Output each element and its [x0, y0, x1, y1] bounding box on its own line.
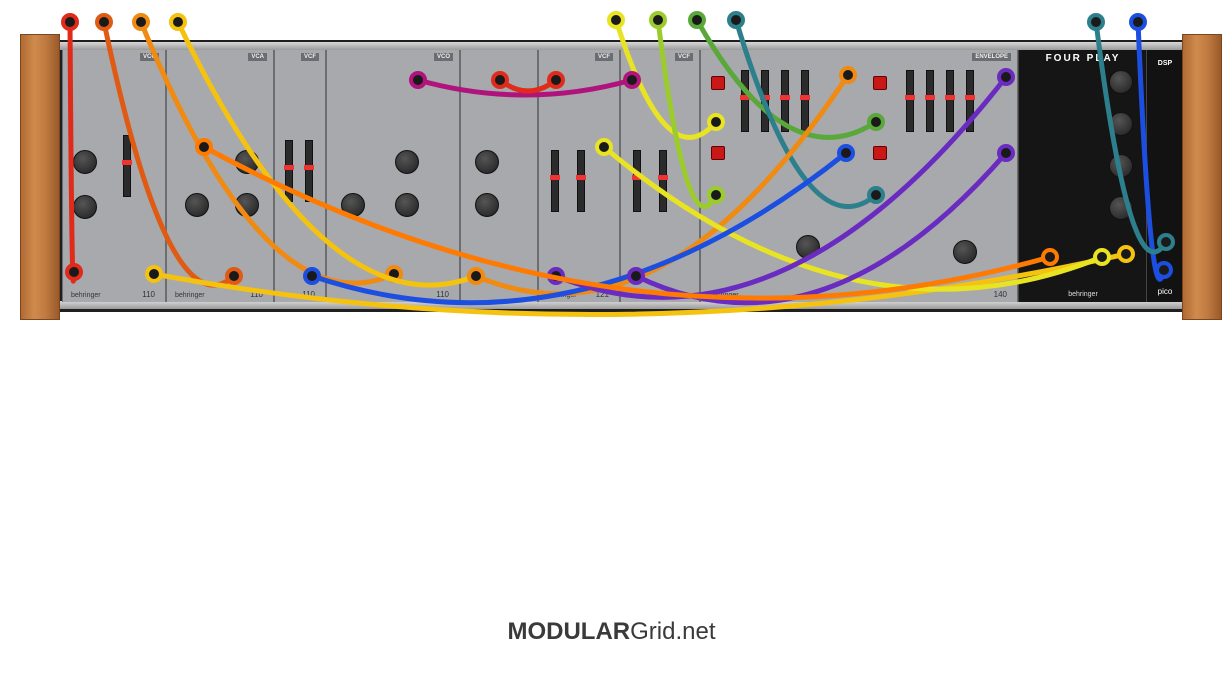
initial-gain-knob[interactable] — [341, 193, 365, 217]
bottom-rail — [60, 301, 1182, 309]
sustain-fader[interactable] — [780, 70, 790, 132]
module-title: VCO — [433, 53, 453, 61]
module-vco-b[interactable]: VCO 110 — [326, 50, 460, 302]
decay-fader-2[interactable] — [925, 70, 935, 132]
release-fader[interactable] — [800, 70, 810, 132]
level-knob-3[interactable] — [1109, 154, 1133, 178]
attack-fader-2[interactable] — [905, 70, 915, 132]
model-number: 110 — [436, 290, 449, 299]
initial-gain-knob[interactable] — [185, 193, 209, 217]
module-title: VCF — [301, 53, 319, 61]
cable-plug[interactable] — [649, 11, 667, 29]
cable-plug[interactable] — [132, 13, 150, 31]
cable-plug[interactable] — [727, 11, 745, 29]
manual-gate-button-4[interactable] — [873, 146, 887, 160]
module-vco-a[interactable]: VCO behringer 110 — [62, 50, 166, 302]
release-fader-2[interactable] — [965, 70, 975, 132]
cutoff-fader[interactable] — [632, 150, 642, 212]
fader[interactable] — [122, 135, 132, 197]
waveform-knob[interactable] — [953, 240, 977, 264]
module-title: ENVELOPE — [972, 53, 1011, 61]
cable-plug[interactable] — [61, 13, 79, 31]
range-knob[interactable] — [73, 150, 97, 174]
module-vcf-a[interactable]: VCF 110 — [274, 50, 326, 302]
module-vca-a[interactable]: VCA behringer 110 — [166, 50, 274, 302]
module-title: DSP — [1157, 60, 1173, 67]
manual-gate-button-3[interactable] — [873, 76, 887, 90]
module-four-play[interactable]: FOUR PLAY behringer — [1018, 50, 1146, 302]
pitch-knob[interactable] — [73, 195, 97, 219]
pitch-knob[interactable] — [395, 193, 419, 217]
cable-plug[interactable] — [95, 13, 113, 31]
level-knob-4[interactable] — [1109, 196, 1133, 220]
top-rail — [60, 42, 1182, 50]
model-number: 121 — [595, 290, 609, 299]
brand-label: behringer — [1068, 291, 1098, 298]
rack-side-left — [20, 34, 60, 320]
cutoff-fader[interactable] — [284, 140, 294, 202]
range-knob[interactable] — [395, 150, 419, 174]
cable-plug[interactable] — [169, 13, 187, 31]
brand-label: behringer — [175, 292, 205, 299]
pitch-knob[interactable] — [475, 193, 499, 217]
logo-bold: MODULAR — [507, 618, 631, 645]
cable-plug[interactable] — [688, 11, 706, 29]
module-title: VCF — [595, 53, 613, 61]
attack-fader[interactable] — [740, 70, 750, 132]
level-knob-2[interactable] — [1109, 112, 1133, 136]
manual-gate-button-2[interactable] — [711, 146, 725, 160]
level-knob-1[interactable] — [1109, 70, 1133, 94]
model-number: 110 — [302, 290, 315, 299]
res-fader[interactable] — [658, 150, 668, 212]
brand-label: behringer — [709, 292, 739, 299]
module-vco-c[interactable] — [460, 50, 538, 302]
module-title: VCF — [675, 53, 693, 61]
rack-side-right — [1182, 34, 1222, 320]
cable-plug[interactable] — [607, 11, 625, 29]
decay-fader[interactable] — [760, 70, 770, 132]
pitch-knob[interactable] — [235, 193, 259, 217]
range-knob[interactable] — [475, 150, 499, 174]
res-fader[interactable] — [576, 150, 586, 212]
module-vcf-c[interactable]: VCF — [620, 50, 700, 302]
module-pico-dsp[interactable]: DSP pico — [1146, 50, 1182, 302]
module-envelope[interactable]: ENVELOPE behringer 140 — [700, 50, 1018, 302]
module-title: VCO — [139, 53, 159, 61]
brand-label: behringer — [547, 292, 577, 299]
output-level-knob[interactable] — [796, 235, 820, 259]
brand-label: pico — [1157, 287, 1173, 296]
cutoff-fader[interactable] — [550, 150, 560, 212]
module-title: VCA — [248, 53, 267, 61]
sustain-fader-2[interactable] — [945, 70, 955, 132]
model-number: 140 — [993, 290, 1007, 299]
modulargrid-logo: MODULARGrid.net — [0, 618, 1223, 646]
range-knob[interactable] — [235, 150, 259, 174]
module-title: FOUR PLAY — [1045, 53, 1121, 64]
res-fader[interactable] — [304, 140, 314, 202]
logo-rest: Grid.net — [630, 618, 716, 645]
cable-plug[interactable] — [1129, 13, 1147, 31]
brand-label: behringer — [71, 292, 101, 299]
manual-gate-button-1[interactable] — [711, 76, 725, 90]
cable-plug[interactable] — [1087, 13, 1105, 31]
module-vcf-b[interactable]: VCF behringer 121 — [538, 50, 620, 302]
model-number: 110 — [250, 290, 263, 299]
model-number: 110 — [142, 290, 155, 299]
